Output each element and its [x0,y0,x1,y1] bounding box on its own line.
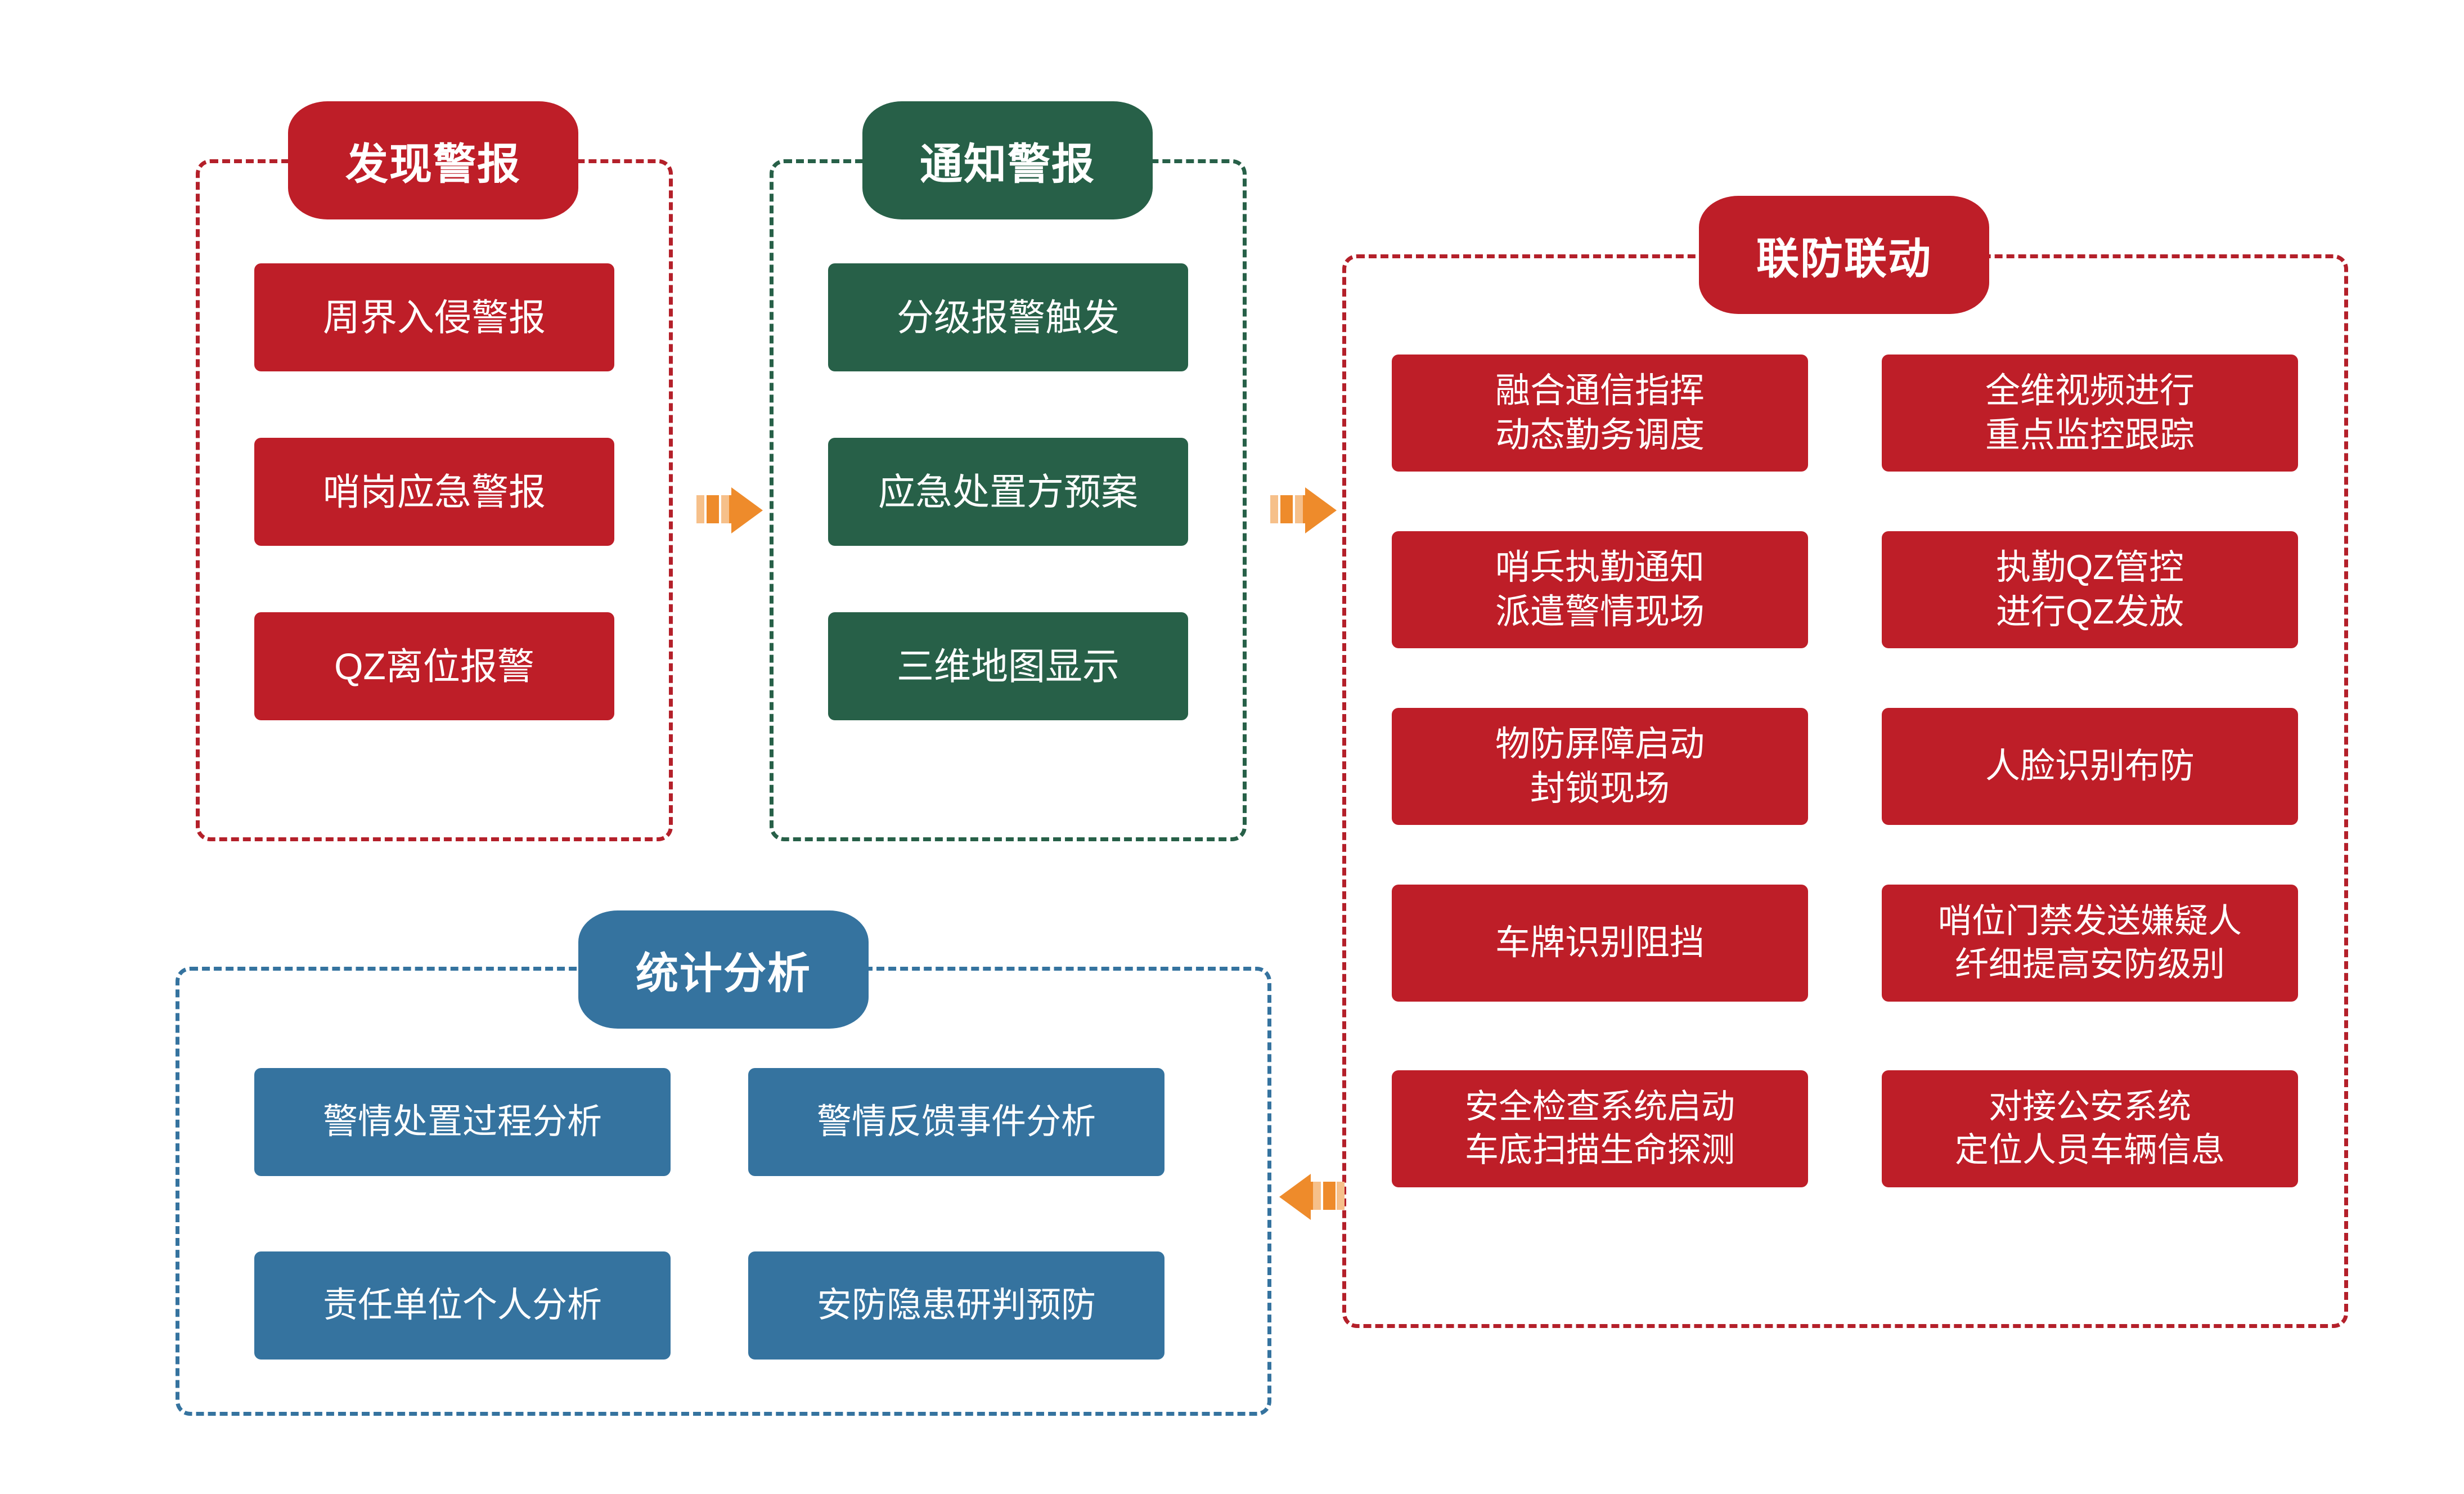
item-box-public-security-integration[interactable]: 对接公安系统 定位人员车辆信息 [1882,1070,2298,1187]
item-line: 纤细提高安防级别 [1955,945,2225,983]
group-title-discover-alarm: 发现警报 [288,101,578,219]
item-box-emergency-response-plan[interactable]: 应急处置方预案 [828,438,1188,546]
item-line: 定位人员车辆信息 [1955,1131,2225,1169]
item-box-alarm-feedback-event-analysis[interactable]: 警情反馈事件分析 [748,1068,1164,1176]
item-line: 安防隐患研判预防 [816,1286,1096,1325]
item-line: 安全检查系统启动 [1465,1088,1735,1126]
item-box-perimeter-intrusion-alarm[interactable]: 周界入侵警报 [254,263,614,371]
item-box-security-hazard-prevention[interactable]: 安防隐患研判预防 [748,1251,1164,1360]
item-box-security-check-system[interactable]: 安全检查系统启动 车底扫描生命探测 [1392,1070,1808,1187]
item-line: 对接公安系统 [1989,1088,2191,1126]
item-box-full-dimension-video[interactable]: 全维视频进行 重点监控跟踪 [1882,355,2298,472]
item-line: 人脸识别布防 [1985,747,2195,786]
item-box-post-access-suspect-alert[interactable]: 哨位门禁发送嫌疑人 纤细提高安防级别 [1882,885,2298,1002]
item-line: 全维视频进行 [1985,371,2195,410]
group-title-label: 通知警报 [920,141,1095,189]
item-box-3d-map-display[interactable]: 三维地图显示 [828,612,1188,720]
arrow-right-icon [1270,487,1337,533]
item-box-fusion-comm-command[interactable]: 融合通信指挥 动态勤务调度 [1392,355,1808,472]
item-line: 车牌识别阻挡 [1495,923,1705,963]
item-box-qz-offpost-alarm[interactable]: QZ离位报警 [254,612,614,720]
item-box-physical-barrier-lockdown[interactable]: 物防屏障启动 封锁现场 [1392,708,1808,825]
item-line: 责任单位个人分析 [322,1286,602,1325]
item-line: 执勤QZ管控 [1995,548,2184,587]
arrow-right-icon [696,487,763,533]
item-box-face-recognition-deployment[interactable]: 人脸识别布防 [1882,708,2298,825]
item-line: 应急处置方预案 [878,470,1138,513]
item-line: 车底扫描生命探测 [1465,1131,1735,1169]
group-title-label: 统计分析 [636,950,811,998]
item-line: 三维地图显示 [897,645,1119,687]
item-box-alarm-handling-process-analysis[interactable]: 警情处置过程分析 [254,1068,671,1176]
item-line: 分级报警触发 [897,296,1119,338]
item-line: 封锁现场 [1530,769,1670,808]
group-title-label: 联防联动 [1756,235,1932,283]
arrow-left-icon [1279,1174,1345,1220]
group-title-statistical-analysis: 统计分析 [578,910,869,1029]
item-box-graded-alarm-trigger[interactable]: 分级报警触发 [828,263,1188,371]
item-line: 派遣警情现场 [1495,593,1705,631]
item-line: 物防屏障启动 [1495,724,1705,764]
item-line: 周界入侵警报 [323,296,546,338]
item-box-plate-recognition-block[interactable]: 车牌识别阻挡 [1392,885,1808,1002]
item-line: 动态勤务调度 [1495,416,1705,455]
item-box-duty-qz-control[interactable]: 执勤QZ管控 进行QZ发放 [1882,531,2298,648]
item-line: QZ离位报警 [334,645,534,687]
item-line: 哨兵执勤通知 [1495,548,1705,587]
item-line: 哨位门禁发送嫌疑人 [1938,902,2242,940]
item-line: 哨岗应急警报 [323,470,546,513]
item-line: 警情反馈事件分析 [816,1102,1096,1142]
item-box-responsible-unit-person-analysis[interactable]: 责任单位个人分析 [254,1251,671,1360]
item-line: 重点监控跟踪 [1985,416,2195,455]
item-line: 进行QZ发放 [1995,593,2184,631]
arrow-notify-to-joint [1270,477,1346,544]
item-box-sentry-emergency-alarm[interactable]: 哨岗应急警报 [254,438,614,546]
group-title-notify-alarm: 通知警报 [862,101,1153,219]
item-box-sentry-duty-notice[interactable]: 哨兵执勤通知 派遣警情现场 [1392,531,1808,648]
arrow-joint-to-statistics [1270,1164,1346,1230]
group-title-joint-defense: 联防联动 [1699,196,1989,314]
item-line: 警情处置过程分析 [322,1102,602,1142]
group-title-label: 发现警报 [345,141,521,189]
item-line: 融合通信指挥 [1495,371,1705,410]
arrow-discover-to-notify [696,477,772,544]
